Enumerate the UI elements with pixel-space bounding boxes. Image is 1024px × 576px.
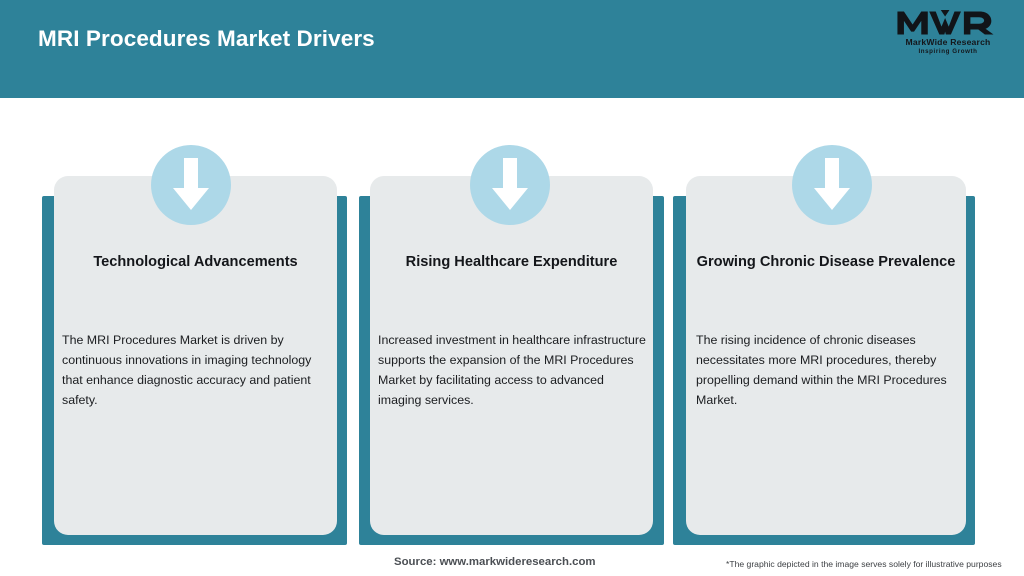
card-body-1: The MRI Procedures Market is driven by c…	[62, 333, 312, 408]
mwr-monogram-icon	[897, 10, 994, 35]
logo-tagline: Inspiring Growth	[918, 48, 978, 55]
arrow-down-glyph	[814, 158, 850, 210]
card-panel-2	[370, 176, 653, 535]
page-title: MRI Procedures Market Drivers	[38, 26, 375, 51]
arrow-down-glyph	[492, 158, 528, 210]
card-title-3: Growing Chronic Disease Prevalence	[696, 254, 956, 270]
card-title-2: Rising Healthcare Expenditure	[405, 254, 618, 270]
card-body-3: The rising incidence of chronic diseases…	[696, 333, 947, 408]
arrow-down-icon-1	[151, 145, 231, 225]
source-label: Source: www.markwideresearch.com	[394, 556, 596, 568]
arrow-down-glyph	[173, 158, 209, 210]
card-body-2: Increased investment in healthcare infra…	[378, 333, 646, 408]
arrow-down-icon-2	[470, 145, 550, 225]
card-title-1: Technological Advancements	[93, 254, 298, 270]
disclaimer-label: *The graphic depicted in the image serve…	[726, 559, 1002, 569]
card-panel-3	[686, 176, 966, 535]
logo-company-name: MarkWide Research	[905, 37, 991, 47]
card-panel-1	[54, 176, 337, 535]
arrow-down-icon-3	[792, 145, 872, 225]
brand-logo: MarkWide Research Inspiring Growth	[894, 10, 1002, 66]
header-bar	[0, 0, 1024, 98]
